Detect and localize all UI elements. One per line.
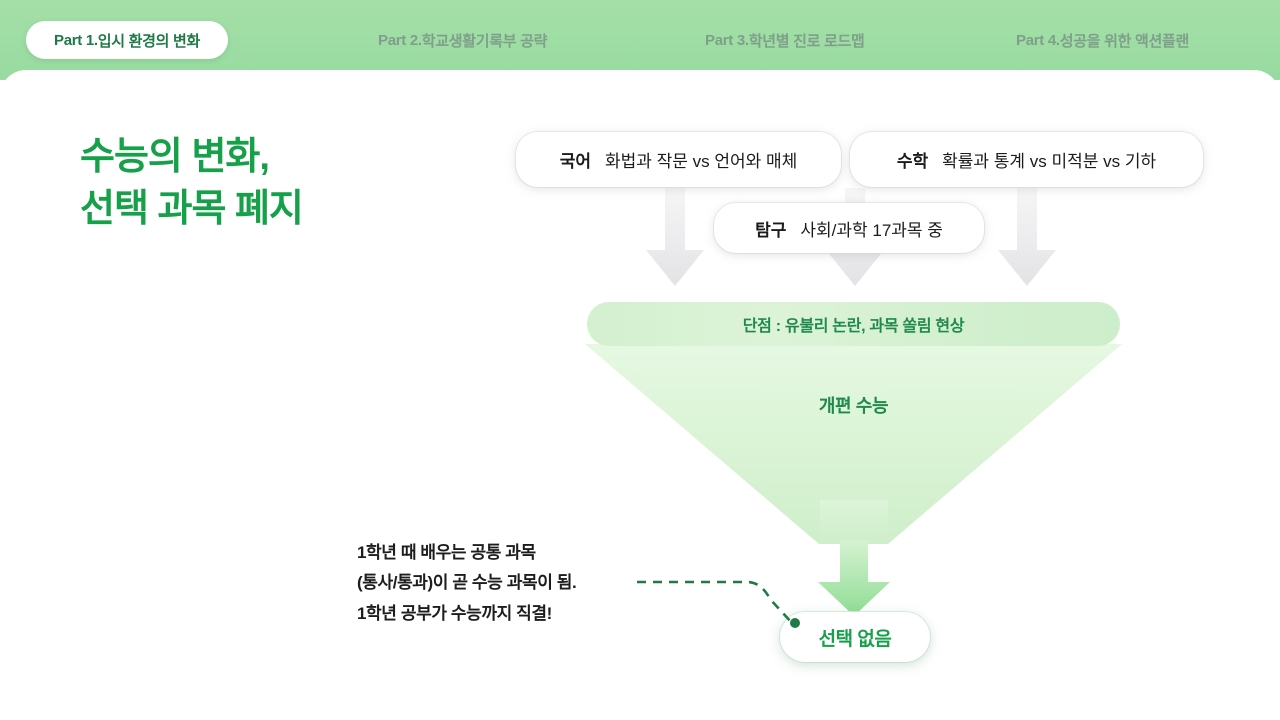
result-pill[interactable]: 선택 없음	[780, 612, 930, 662]
tab-part-2[interactable]: Part 2. 학교생활기록부 공략	[378, 22, 547, 58]
tab-part-3-number: Part 3.	[705, 31, 749, 49]
subject-box-math[interactable]: 수학 확률과 통계 vs 미적분 vs 기하	[850, 132, 1203, 187]
note-text: 1학년 때 배우는 공통 과목 (통사/통과)이 곧 수능 과목이 됨. 1학년…	[357, 543, 577, 623]
down-arrow-math-icon	[998, 188, 1056, 286]
subject-detail-tamgu: 사회/과학 17과목 중	[800, 220, 943, 240]
connector-line	[637, 580, 800, 628]
page-title: 수능의 변화, 선택 과목 폐지	[80, 136, 304, 231]
down-arrow-korean-icon	[646, 188, 704, 286]
funnel-shape	[585, 344, 1122, 544]
down-arrow-result-icon	[818, 540, 890, 616]
subject-name-tamgu: 탐구	[755, 220, 787, 240]
tab-part-4-number: Part 4.	[1016, 31, 1060, 49]
result-label: 선택 없음	[818, 628, 892, 650]
tab-part-2-number: Part 2.	[378, 31, 422, 49]
tab-part-2-label: 학교생활기록부 공략	[421, 32, 548, 50]
subject-box-tamgu[interactable]: 탐구 사회/과학 17과목 중	[714, 203, 984, 253]
tab-part-4[interactable]: Part 4. 성공을 위한 액션플랜	[1016, 22, 1189, 58]
subject-detail-korean: 화법과 작문 vs 언어와 매체	[604, 152, 798, 171]
subject-box-korean[interactable]: 국어 화법과 작문 vs 언어와 매체	[516, 132, 841, 187]
funnel-center-label: 개편 수능	[818, 396, 889, 416]
header-bar: Part 1. 입시 환경의 변화 Part 2. 학교생활기록부 공략 Par…	[0, 0, 1280, 80]
subject-name-korean: 국어	[559, 152, 591, 171]
tab-part-1-label: 입시 환경의 변화	[97, 32, 201, 50]
tab-part-4-label: 성공을 위한 액션플랜	[1059, 32, 1190, 50]
funnel-neck	[820, 500, 888, 542]
disadvantage-label: 단점 : 유불리 논란, 과목 쏠림 현상	[742, 318, 965, 335]
tab-part-1[interactable]: Part 1. 입시 환경의 변화	[26, 21, 229, 59]
part-tab-list: Part 1. 입시 환경의 변화 Part 2. 학교생활기록부 공략 Par…	[0, 0, 1280, 80]
subject-name-math: 수학	[896, 152, 929, 171]
tab-part-3[interactable]: Part 3. 학년별 진로 로드맵	[705, 22, 865, 58]
tab-part-1-number: Part 1.	[54, 31, 98, 49]
tab-part-3-label: 학년별 진로 로드맵	[748, 32, 865, 50]
subject-detail-math: 확률과 통계 vs 미적분 vs 기하	[942, 152, 1157, 171]
disadvantage-bar: 단점 : 유불리 논란, 과목 쏠림 현상	[587, 302, 1120, 346]
connector-endpoint-dot	[790, 618, 800, 628]
